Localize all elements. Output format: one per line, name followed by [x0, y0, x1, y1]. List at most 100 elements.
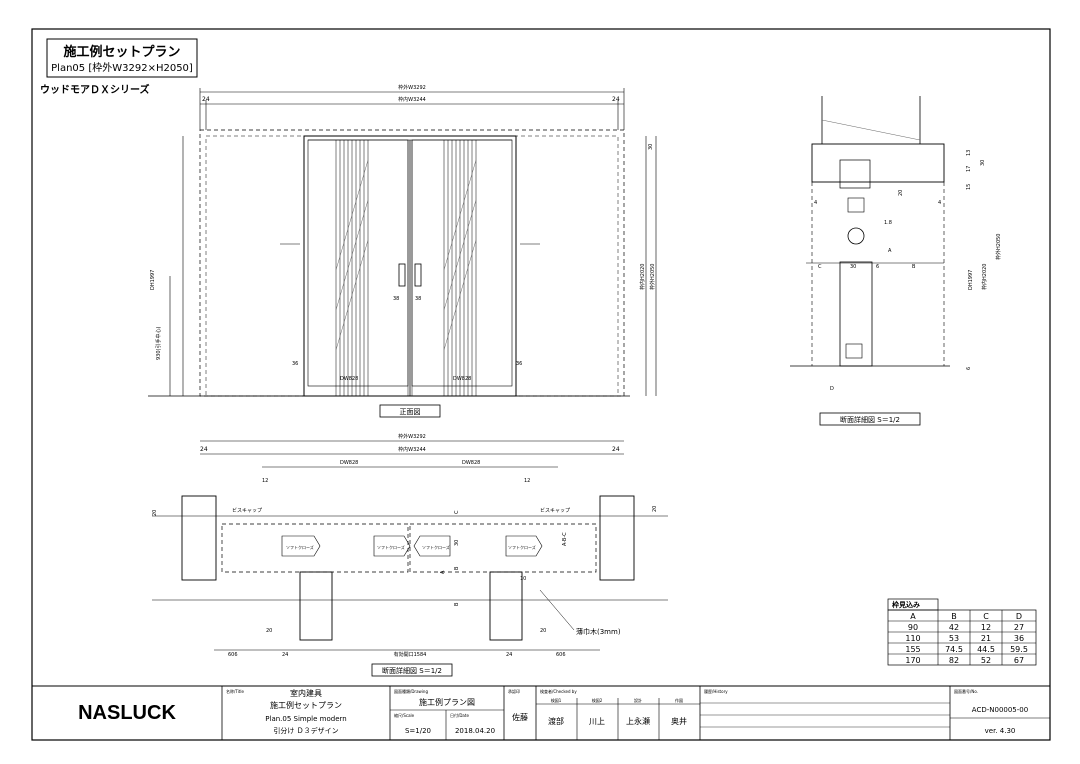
sec-30: 30	[850, 264, 856, 270]
th-d: D	[1016, 612, 1022, 621]
td: 36	[1014, 634, 1024, 643]
front-dim-36l: 36	[292, 361, 298, 367]
td: 21	[981, 634, 991, 643]
td: 44.5	[977, 645, 995, 654]
approve-label: 承認印	[508, 688, 520, 694]
td: 90	[908, 623, 918, 632]
th-c: C	[983, 612, 989, 621]
plan-effective: 有効開口1584	[394, 651, 427, 658]
td: 52	[981, 656, 991, 665]
scale-label: 縮尺/Scale	[394, 712, 415, 718]
plan-section: 枠外W3292 枠内W3244 24 24 DW828 DW828 12 12 …	[152, 433, 668, 677]
docno-label: 図面番号/No.	[954, 688, 978, 694]
td: 110	[905, 634, 920, 643]
name-label: 名称/Title	[226, 688, 244, 694]
docno-value: ACD-N00005-00	[972, 706, 1028, 714]
sec-b: B	[912, 264, 916, 270]
sec-d: D	[830, 386, 834, 392]
front-dim-38r: 38	[415, 296, 421, 302]
plan-dw-right: DW828	[462, 460, 480, 466]
series-name: ウッドモアＤＸシリーズ	[40, 83, 150, 96]
hanger-wheel-icon	[847, 227, 865, 245]
checker-1: 渡部	[548, 716, 564, 726]
front-dim-30: 30	[648, 144, 654, 150]
plan-title: 施工例セットプラン	[63, 44, 180, 60]
td: 74.5	[945, 645, 963, 654]
front-dim-38l: 38	[393, 296, 399, 302]
title-block: NASLUCK 名称/Title 室内建具 施工例セットプラン Plan.05 …	[31, 685, 1051, 741]
bumper-right: ビスキャップ	[540, 507, 570, 514]
checker-2: 川上	[589, 717, 605, 726]
plan-dim-606r: 606	[556, 652, 566, 658]
date-label: 日付/Date	[450, 712, 469, 718]
checker-3: 上永瀬	[626, 716, 650, 726]
front-elevation: 枠外W3292 枠内W3244 24 24	[148, 84, 657, 418]
softclose-4: ソフトクローズ	[508, 544, 536, 550]
depth-table: 枠見込み A B C D 90 42 12 27 110 53 21 36 15…	[887, 598, 1037, 666]
check-label: 検査者/Checked by	[540, 688, 577, 694]
plan-c: C	[454, 510, 460, 514]
plan-abc: A-B-C	[562, 532, 568, 546]
checker-4: 奥井	[671, 716, 687, 726]
section-label: 断面詳細図 S＝1/2	[840, 415, 900, 424]
sec-dim-13: 13	[966, 150, 972, 156]
sec-dim-20: 20	[898, 190, 904, 196]
company-logo: NASLUCK	[78, 702, 176, 724]
side-section: 13 17 30 15 4 4 20 1.8 A C 30 6 B DH1997…	[790, 96, 1002, 426]
sec-a: A	[888, 248, 892, 254]
date-value: 2018.04.20	[455, 727, 495, 735]
plan-filler: 薄巾木(3mm)	[576, 627, 621, 636]
front-dh: DH1997	[150, 270, 156, 290]
name-line-3: Plan.05 Simple modern	[265, 715, 346, 723]
plan-b2: B	[454, 602, 460, 606]
softclose-3: ソフトクローズ	[422, 544, 450, 550]
front-label: 正面図	[400, 408, 421, 416]
front-h-inner: 枠内H2020	[639, 264, 646, 291]
plan-subtitle: Plan05 [枠外W3292×H2050]	[51, 61, 193, 74]
drawing-label: 図面種類/Drawing	[394, 688, 428, 694]
td: 27	[1014, 623, 1024, 632]
table-title: 枠見込み	[892, 600, 920, 609]
title-box: 施工例セットプラン Plan05 [枠外W3292×H2050]	[46, 38, 198, 78]
plan-b: B	[454, 566, 460, 570]
check3-head: 設計	[634, 697, 642, 703]
sec-dim-15: 15	[966, 184, 972, 190]
front-dim-24r: 24	[612, 96, 620, 103]
plan-dim-20c: 20	[540, 628, 546, 634]
td: 67	[1014, 656, 1024, 665]
plan-dim-outer: 枠外W3292	[398, 433, 426, 440]
plan-dim-12l: 12	[262, 478, 268, 484]
plan-a: A	[440, 570, 446, 574]
handle-left-icon	[398, 263, 406, 287]
sec-h-outer: 枠外H2050	[995, 234, 1002, 261]
plan-dim-10: 10	[520, 576, 526, 582]
front-dim-outer: 枠外W3292	[398, 84, 426, 91]
sec-dim-17: 17	[966, 166, 972, 172]
plan-dim-24r: 24	[612, 446, 620, 453]
front-dw-left: DW828	[340, 376, 358, 382]
sec-dim-4r: 4	[938, 200, 941, 206]
plan-dim-12r: 12	[524, 478, 530, 484]
plan-dw-left: DW828	[340, 460, 358, 466]
plan-dim-24l: 24	[200, 446, 208, 453]
plan-dim-24bl: 24	[282, 652, 288, 658]
front-handle-h: 930(引手中心)	[155, 327, 162, 360]
plan-30: 30	[454, 540, 460, 546]
sec-dim-4l: 4	[814, 200, 817, 206]
plan-dim-24br: 24	[506, 652, 512, 658]
handle-right-icon	[414, 263, 422, 287]
approve-value: 佐藤	[512, 712, 528, 722]
front-dim-24l: 24	[202, 96, 210, 103]
bumper-left: ビスキャップ	[232, 507, 262, 514]
sec-dh: DH1997	[968, 270, 974, 290]
td: 53	[949, 634, 959, 643]
name-line-1: 室内建具	[290, 688, 322, 698]
plan-dim-20b: 20	[266, 628, 272, 634]
name-line-2: 施工例セットプラン	[270, 700, 342, 710]
td: 155	[905, 645, 920, 654]
sec-h-inner: 枠内H2020	[981, 264, 988, 291]
check2-head: 検図2	[592, 697, 603, 703]
check4-head: 作図	[675, 697, 683, 703]
front-dim-inner: 枠内W3244	[398, 96, 426, 103]
